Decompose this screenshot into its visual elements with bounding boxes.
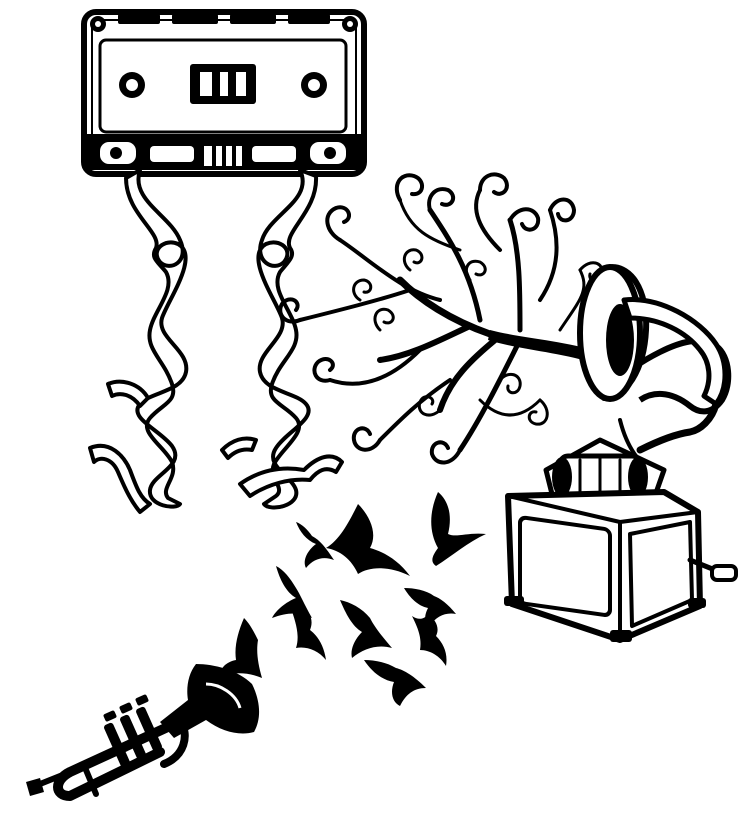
bird-silhouette <box>412 614 447 666</box>
cassette-tape-icon <box>81 9 367 177</box>
bird-silhouette <box>340 600 392 658</box>
bird-silhouette <box>296 522 334 568</box>
bird-silhouette <box>290 606 326 660</box>
bird-silhouette <box>404 588 456 626</box>
unspooled-tape-ribbon <box>88 168 344 514</box>
bird-silhouette <box>431 492 486 566</box>
phonograph-icon <box>504 264 738 643</box>
flying-birds <box>220 492 486 706</box>
bird-silhouette <box>364 660 426 706</box>
bird-silhouette <box>326 504 410 576</box>
swirling-branches <box>278 172 604 465</box>
bird-silhouette <box>272 566 312 618</box>
trumpet-icon <box>26 664 260 801</box>
bird-silhouette <box>220 618 262 678</box>
